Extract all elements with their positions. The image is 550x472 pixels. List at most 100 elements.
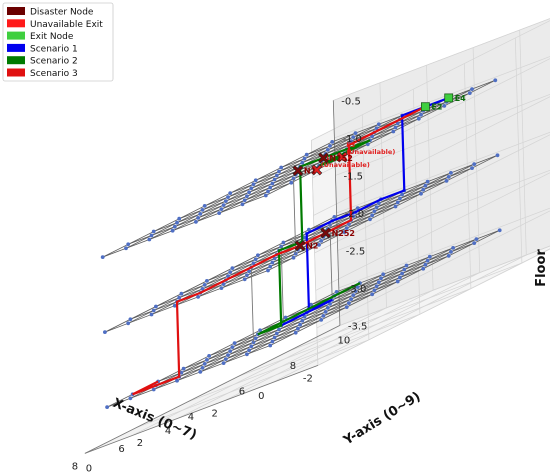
grid-node [497, 228, 502, 233]
grid-node [268, 264, 273, 269]
grid-node [446, 254, 451, 258]
z-gridline [312, 56, 550, 179]
grid-node [332, 215, 337, 219]
connector-line [329, 224, 333, 300]
axis-gridlines [84, 18, 550, 454]
grid-node [419, 191, 423, 196]
legend-swatch [7, 7, 25, 15]
unavailable-exit-marker [336, 151, 348, 163]
grid-node [368, 217, 372, 222]
grid-node [226, 353, 230, 357]
exit-node-label: E4 [455, 94, 466, 103]
grid-node [154, 304, 158, 309]
grid-edge [106, 345, 271, 408]
node-markers: E1(Unavailable)E3(Unavailable)N152N1N252… [292, 93, 466, 252]
grid-node [281, 240, 286, 245]
grid-node [351, 293, 356, 297]
grid-edge [336, 229, 500, 293]
grid-edge [221, 172, 452, 289]
grid-node [400, 192, 404, 197]
grid-node [172, 303, 177, 308]
grid-node [307, 227, 311, 232]
grid-node [302, 314, 307, 319]
grid-node [228, 349, 233, 353]
x-shape [320, 227, 332, 239]
grid-node [376, 201, 381, 206]
grid-node [266, 189, 270, 194]
grid-node [351, 214, 356, 219]
grid-node [391, 129, 396, 134]
grid-node [202, 362, 207, 366]
grid-node [126, 321, 131, 326]
x-tick-label: 0 [258, 391, 264, 402]
x-shape [317, 152, 329, 164]
grid-node [344, 305, 349, 309]
x-shape [294, 240, 306, 252]
grid-node [328, 302, 332, 306]
grid-node [270, 260, 275, 265]
grid-node [175, 378, 179, 383]
grid-node [300, 318, 305, 323]
grid-node [347, 301, 351, 305]
grid-edge [270, 229, 500, 346]
grid-node [395, 121, 400, 126]
grid-node [376, 122, 381, 127]
grid-node [279, 165, 284, 170]
grid-node [100, 255, 105, 259]
grid-node [205, 279, 209, 283]
grid-edge [153, 169, 317, 232]
grid-node [317, 243, 321, 247]
x-tick-label: 8 [72, 461, 78, 472]
unavailable-exit-marker [311, 164, 323, 176]
z-tick-label: -2.5 [346, 246, 366, 257]
grid-node [268, 343, 273, 348]
grid-node [149, 233, 154, 238]
grid-node [365, 142, 370, 147]
grid-node [472, 241, 477, 246]
x-shape [311, 164, 323, 176]
legend-swatch [7, 31, 25, 40]
grid-node [245, 352, 249, 357]
grid-edge [208, 293, 373, 357]
legend-label: Unavailable Exit [30, 20, 103, 30]
legend-label: Scenario 1 [30, 44, 78, 54]
grid-edge [172, 115, 403, 232]
grid-node [177, 216, 182, 221]
grid-node [372, 209, 377, 214]
grid-node [325, 306, 330, 310]
grid-node [196, 216, 201, 220]
grid-node [268, 185, 273, 190]
z-tick-label: -2.0 [345, 209, 365, 220]
grid-node [242, 198, 247, 203]
grid-node [251, 182, 256, 187]
grid-node [291, 255, 296, 260]
grid-node [272, 177, 277, 182]
grid-node [355, 206, 360, 211]
grid-node [416, 116, 421, 121]
y-axis-label: Y-axis (0~9) [340, 389, 423, 449]
grid-node [200, 287, 205, 291]
connector-line [280, 246, 284, 322]
grid-edge [130, 257, 294, 320]
grid-node [226, 274, 230, 278]
grid-node [393, 125, 398, 130]
grid-node [300, 160, 305, 165]
grid-node [196, 295, 201, 299]
grid-node [449, 171, 453, 175]
grid-node [151, 229, 156, 234]
grid-node [421, 266, 426, 271]
grid-node [149, 312, 154, 317]
grid-edge [265, 79, 496, 196]
grid-node [309, 302, 313, 307]
grid-node [170, 228, 175, 233]
y-tick-label: 10 [338, 335, 351, 346]
grid-node [302, 156, 307, 161]
grid-node [293, 251, 298, 256]
grid-node [330, 140, 335, 144]
grid-node [272, 335, 277, 340]
grid-node [175, 220, 179, 225]
grid-node [194, 220, 198, 224]
grid-node [226, 195, 230, 200]
grid-node [247, 269, 252, 274]
connector-line [250, 267, 254, 343]
